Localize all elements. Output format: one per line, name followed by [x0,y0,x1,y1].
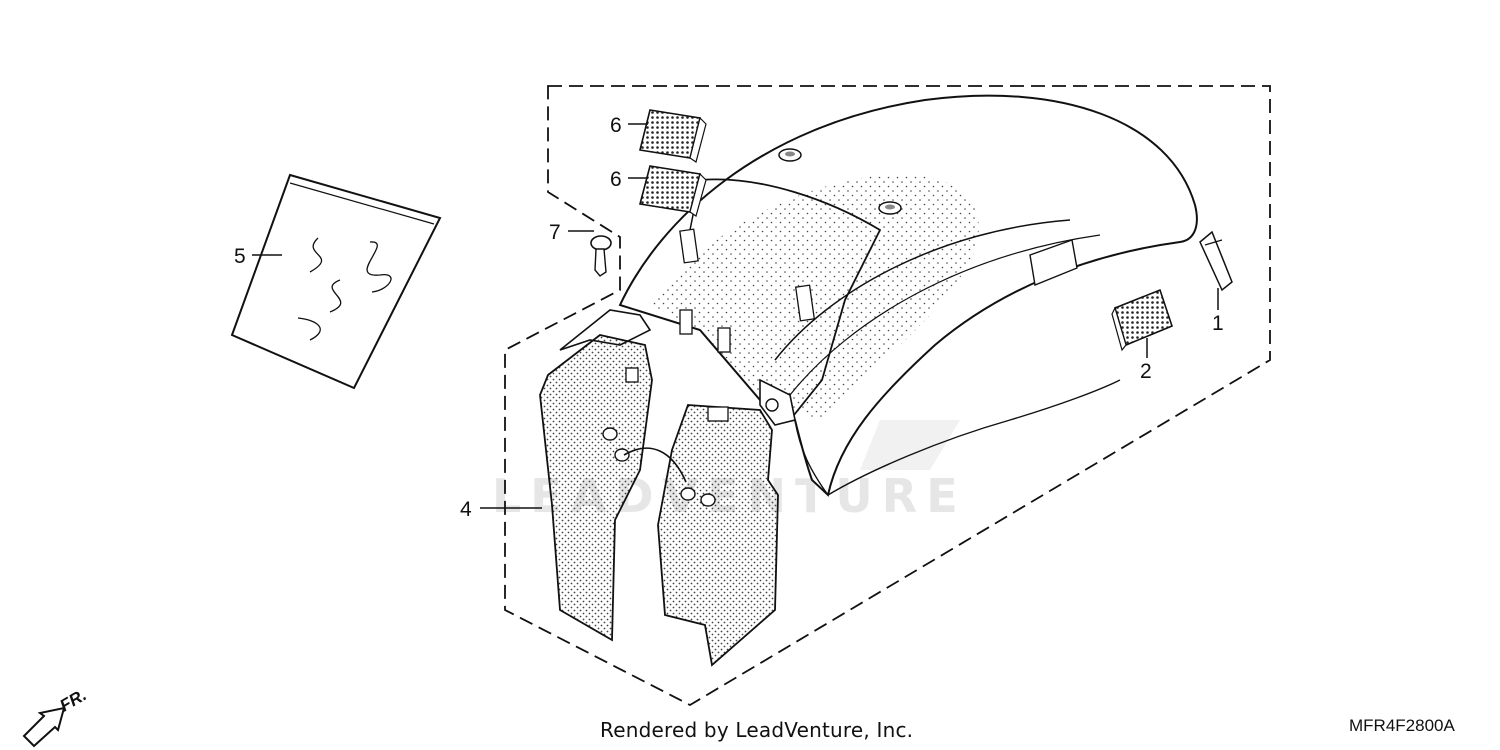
front-direction-arrow-icon: FR. [22,685,90,748]
callout-6-lower: 6 [610,168,622,191]
rendered-by-footer: Rendered by LeadVenture, Inc. [600,718,914,742]
leader-lines [252,123,1219,509]
assembly-boundary [504,85,1271,707]
inner-panel-left [539,309,653,642]
callout-4: 4 [460,498,472,521]
reflector-upper [639,109,707,163]
document-bag [230,173,442,390]
callout-1: 1 [1212,312,1224,335]
side-reflector [1111,288,1173,352]
callout-5: 5 [234,245,246,268]
push-clip [590,235,612,277]
callout-2: 2 [1140,360,1152,383]
side-clip [1199,230,1233,292]
wire-harness [623,447,687,483]
callout-6-upper: 6 [610,114,622,137]
diagram-code: MFR4F2800A [1349,716,1455,735]
reflector-lower [639,165,707,217]
inner-panel-right [657,378,796,667]
callout-7: 7 [549,221,561,244]
